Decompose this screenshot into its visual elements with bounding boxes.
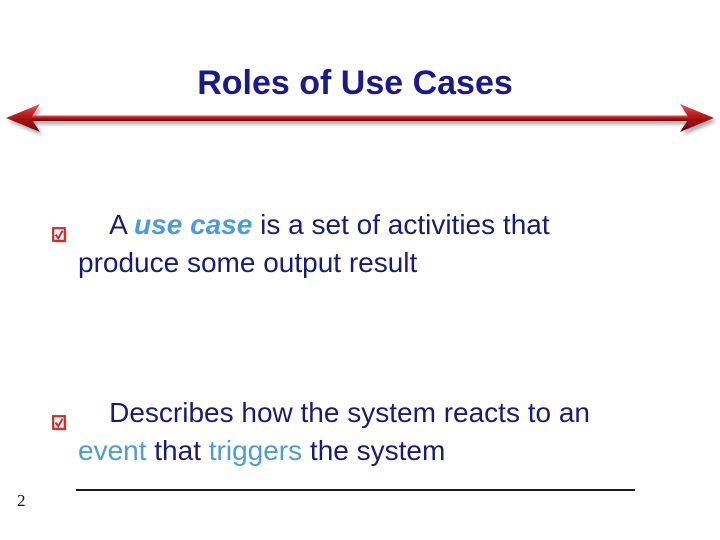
text-segment: A xyxy=(109,209,135,241)
bullet-text: A use case is a set of activities that p… xyxy=(78,209,550,278)
bullet-list: A use case is a set of activities that p… xyxy=(52,131,698,540)
text-segment: the system xyxy=(302,434,446,466)
bullet-text: Describes how the system reacts to an ev… xyxy=(78,397,590,466)
page-number: 2 xyxy=(17,491,26,510)
checkbox-bullet-icon xyxy=(52,141,68,243)
bullet-item: Trigger -- event that causes the use cas… xyxy=(52,507,698,540)
bullet-item: A use case is a set of activities that p… xyxy=(52,131,698,319)
text-segment: use case xyxy=(134,209,253,241)
checkbox-bullet-icon xyxy=(52,517,68,534)
text-segment: triggers xyxy=(208,434,303,466)
checkbox-bullet-icon xyxy=(52,329,68,431)
footer-rule xyxy=(76,489,635,491)
text-segment: is a set of activities that produce some… xyxy=(78,209,550,278)
text-segment: Describes how the system reacts to an xyxy=(109,397,590,429)
slide-title: Roles of Use Cases xyxy=(197,64,513,102)
text-segment: event xyxy=(78,434,147,466)
bullet-item: Describes how the system reacts to an ev… xyxy=(52,319,698,507)
double-arrow-icon xyxy=(4,102,716,140)
text-segment: that xyxy=(146,434,209,466)
